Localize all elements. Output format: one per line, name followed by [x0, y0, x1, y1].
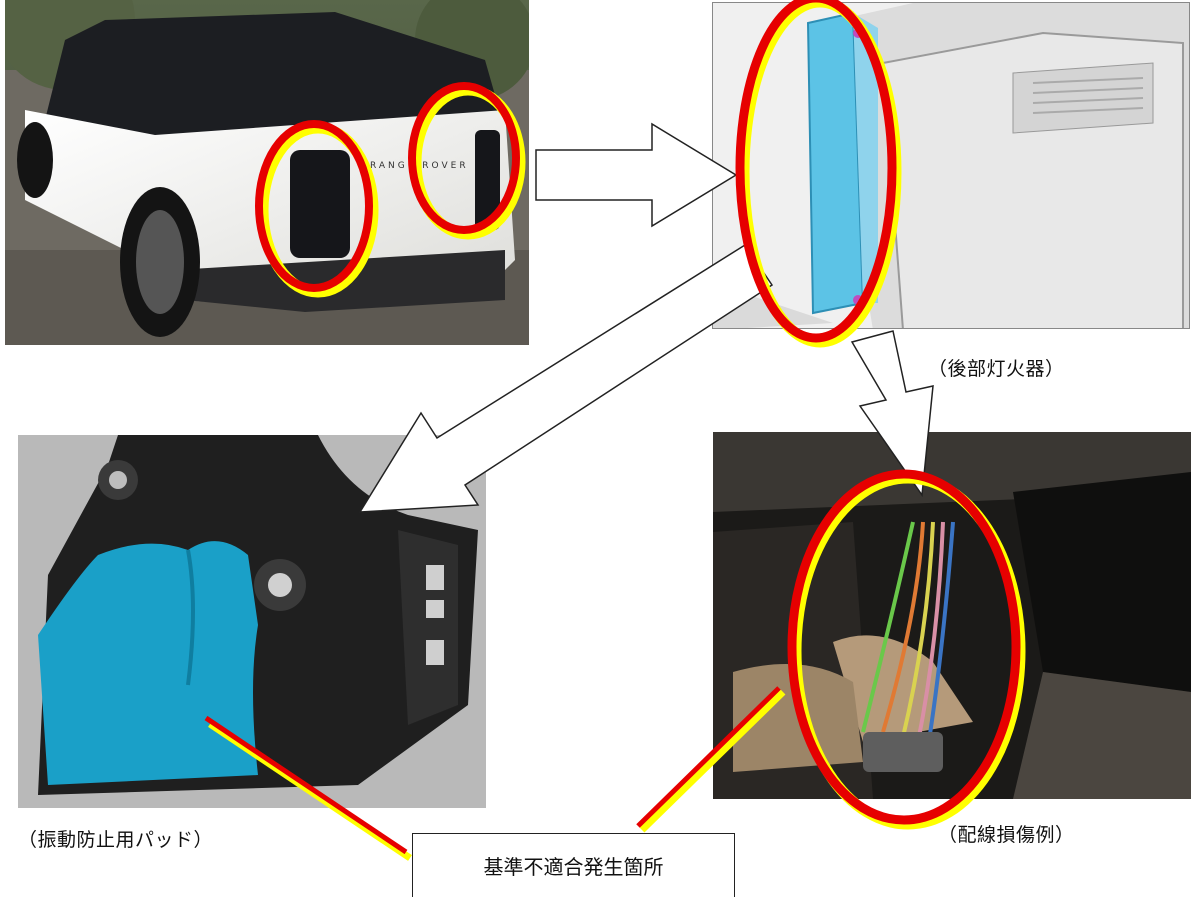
- wiring-damage-photo: [713, 432, 1191, 799]
- vibration-pad-photo: [18, 435, 486, 808]
- rear-lamp-caption: （後部灯火器）: [928, 358, 1065, 380]
- vibration-pad-caption: （振動防止用パッド）: [18, 829, 214, 851]
- car-badge-text: RANGE ROVER: [370, 161, 469, 171]
- wiring-damage-caption: （配線損傷例）: [938, 824, 1075, 846]
- rear-lamp-drawing: [712, 2, 1190, 329]
- nonconformity-location-callout: 基準不適合発生箇所: [412, 833, 735, 897]
- vehicle-rear-photo: RANGE ROVER: [5, 0, 529, 345]
- callout-label: 基準不適合発生箇所: [483, 855, 664, 879]
- arrow-right: [535, 122, 738, 228]
